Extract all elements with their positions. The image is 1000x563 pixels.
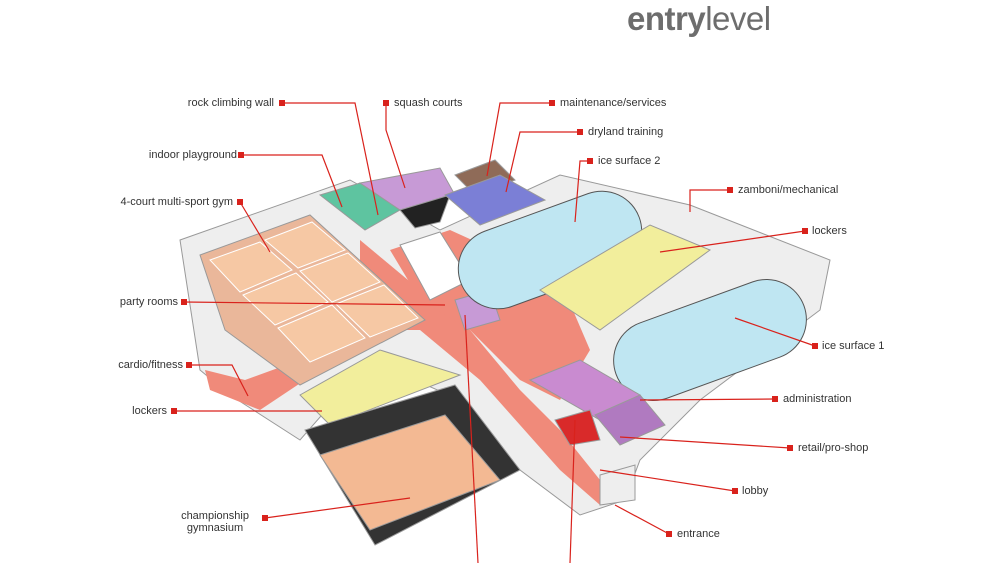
label-dryland-training: dryland training [588,126,664,138]
label-retail-pro-shop: retail/pro-shop [798,442,869,454]
ice-surface-1-rink [613,278,807,402]
label-ice-surface-1: ice surface 1 [822,340,885,352]
label-rock-climbing-wall: rock climbing wall [187,97,274,109]
leader-lines [174,102,816,563]
label-squash-courts: squash courts [394,97,463,109]
label-maintenance-services: maintenance/services [560,97,667,109]
label-cardio-fitness: cardio/fitness [118,359,183,371]
label-championship-line1: championship [181,510,249,522]
label-zamboni-mechanical: zamboni/mechanical [738,184,839,196]
leader-markers [171,100,818,537]
label-championship-line2: gymnasium [186,522,244,534]
label-lobby: lobby [742,485,769,497]
label-administration: administration [783,393,852,405]
label-indoor-playground: indoor playground [148,149,237,161]
label-lockers-left: lockers [132,405,167,417]
label-entrance: entrance [677,528,720,540]
title-light: level [705,0,771,37]
title-bold: entry [627,0,706,37]
building [179,159,831,546]
label-multi-sport-gym: 4-court multi-sport gym [120,196,233,208]
label-lockers-right: lockers [812,225,847,237]
label-party-rooms: party rooms [119,296,178,308]
page-title: entrylevel [627,0,771,38]
label-championship-gymnasium: championship gymnasium [178,510,252,534]
label-ice-surface-2: ice surface 2 [598,155,661,167]
